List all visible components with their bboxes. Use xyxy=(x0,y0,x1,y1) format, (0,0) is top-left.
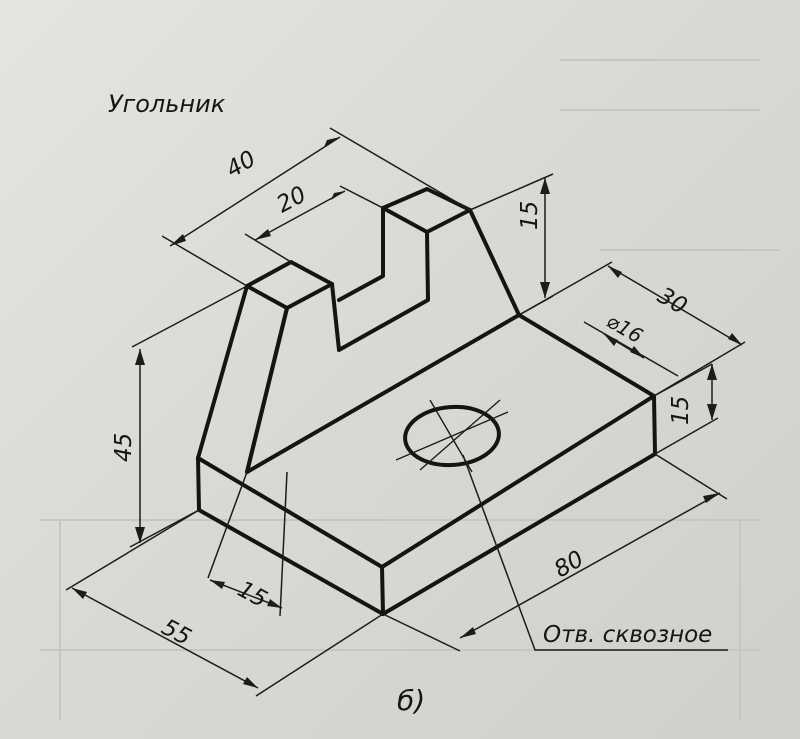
dim-diameter-16: ⌀16 xyxy=(603,309,647,349)
base-front-face xyxy=(196,456,385,616)
background-print xyxy=(40,59,780,720)
dim-15-thickness: 15 xyxy=(233,576,271,613)
right-prong xyxy=(381,187,521,317)
dimension-labels: 40 20 15 30 ⌀16 15 45 80 15 55 xyxy=(111,146,694,651)
upright-top xyxy=(245,260,334,310)
hole-ellipse xyxy=(403,404,501,468)
upright-front-face xyxy=(196,284,289,474)
hole-centerline-1 xyxy=(395,411,509,461)
dim-40: 40 xyxy=(222,146,260,183)
dim-80: 80 xyxy=(550,546,588,583)
extension-lines xyxy=(65,127,746,697)
dimension-lines xyxy=(71,136,743,689)
upright-back-edge xyxy=(245,306,289,474)
hole-centerline-3 xyxy=(419,399,501,471)
bracket-outline xyxy=(196,187,657,616)
through-hole xyxy=(395,399,509,473)
drawing-title: Угольник xyxy=(108,90,226,118)
hole-leader xyxy=(462,454,728,651)
dim-55: 55 xyxy=(157,614,195,651)
slot-profile xyxy=(330,206,430,352)
dim-15-base: 15 xyxy=(668,396,694,425)
dim-15-upright: 15 xyxy=(517,201,543,230)
base-right-face xyxy=(380,394,657,616)
hole-note: Отв. сквозное xyxy=(543,622,712,648)
figure-caption: б) xyxy=(397,684,425,717)
dim-30: 30 xyxy=(653,283,691,320)
dim-45: 45 xyxy=(111,433,137,462)
base-top-edge xyxy=(245,313,656,474)
